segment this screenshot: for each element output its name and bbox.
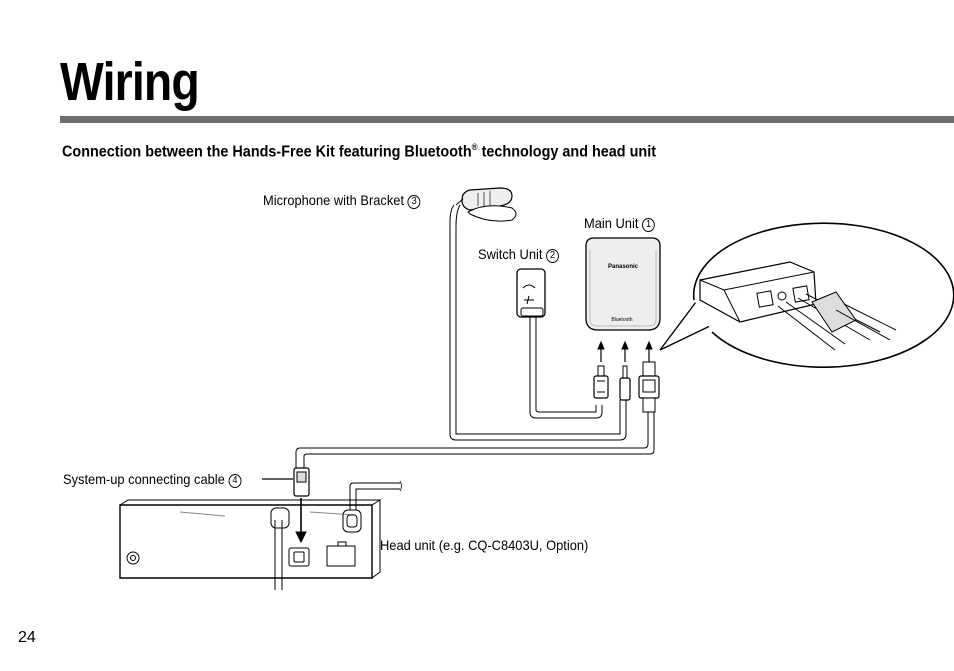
main-unit-box <box>585 237 661 331</box>
device-brand-text: Panasonic <box>608 264 639 270</box>
label-system-cable-text: System-up connecting cable <box>63 471 225 487</box>
microphone-icon <box>455 187 517 222</box>
subtitle-tail: technology and head unit <box>477 143 656 161</box>
label-microphone-number: 3 <box>407 195 421 209</box>
head-unit-body <box>119 504 373 579</box>
title-rule <box>60 116 954 123</box>
label-microphone-text: Microphone with Bracket <box>263 192 405 208</box>
label-head-unit: Head unit (e.g. CQ-C8403U, Option) <box>380 537 588 553</box>
label-system-cable-number: 4 <box>228 474 242 488</box>
head-unit-screw-icon <box>126 551 140 565</box>
mini-jack-plug <box>619 365 631 401</box>
registered-mark: ® <box>471 142 478 152</box>
head-unit-top-edge <box>119 499 382 579</box>
subtitle-main: Connection between the Hands-Free Kit fe… <box>62 143 472 161</box>
mini-din-plug <box>593 365 609 399</box>
page-title: Wiring <box>60 52 200 112</box>
label-main-unit-text: Main Unit <box>584 215 639 231</box>
multi-pin-plug <box>638 361 660 413</box>
label-main-unit-number: 1 <box>642 218 655 232</box>
label-switch-unit-number: 2 <box>546 249 559 263</box>
device-bluetooth-text: Bluetooth <box>611 317 632 323</box>
system-cable-wire <box>295 410 655 468</box>
switch-unit-cable-wire <box>529 316 603 419</box>
switch-unit <box>516 268 546 318</box>
label-head-unit-text: Head unit (e.g. CQ-C8403U, Option) <box>380 537 589 553</box>
microphone-cable-wire <box>449 204 627 441</box>
section-subtitle: Connection between the Hands-Free Kit fe… <box>62 137 656 162</box>
label-switch-unit-text: Switch Unit <box>478 246 543 262</box>
page-number: 24 <box>18 629 36 646</box>
detail-callout <box>659 222 954 368</box>
head-unit-socket <box>288 547 310 567</box>
